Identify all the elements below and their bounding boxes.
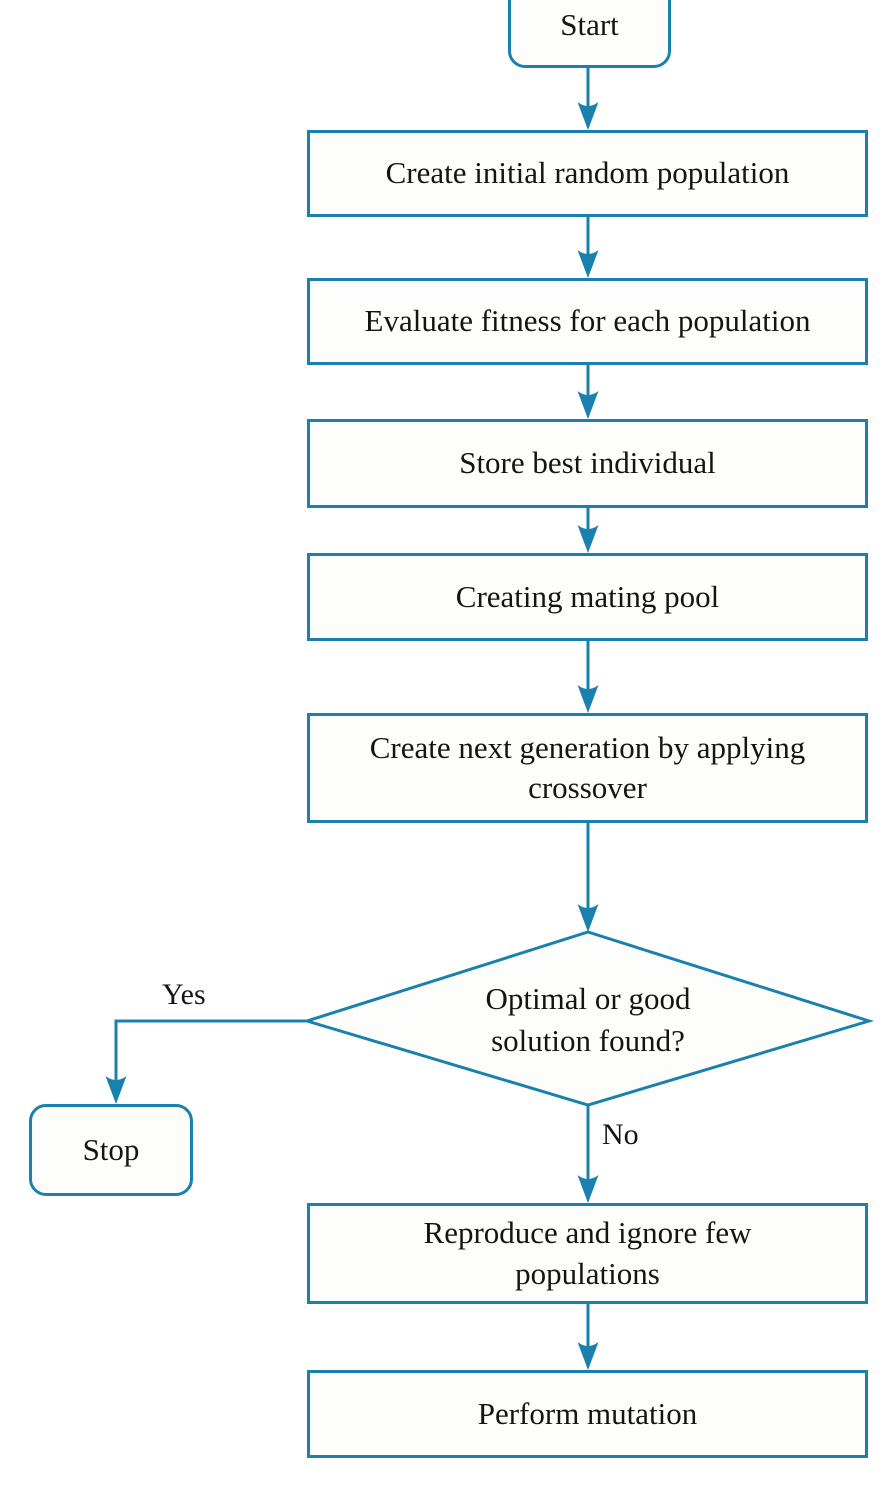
node-start: Start [508, 0, 671, 68]
node-perform-mutation: Perform mutation [307, 1370, 868, 1458]
arrow-evaluate-fitness-to-store-best [577, 365, 599, 419]
node-create-initial-random-population: Create initial random population [307, 130, 868, 217]
node-store-best-individual: Store best individual [307, 419, 868, 508]
arrow-start-to-create-population [577, 68, 599, 130]
node-decision-optimal-solution: Optimal or good solution found? [485, 981, 691, 1058]
node-create-next-generation-crossover: Create next generation by applying cross… [307, 713, 868, 823]
node-creating-mating-pool: Creating mating pool [307, 553, 868, 641]
arrow-crossover-to-decision [577, 823, 599, 932]
arrow-store-best-to-mating-pool [577, 508, 599, 553]
arrow-mating-pool-to-crossover [577, 641, 599, 713]
arrow-reproduce-to-mutation [577, 1304, 599, 1370]
node-reproduce-ignore-populations: Reproduce and ignore few populations [307, 1203, 868, 1304]
edge-label-no: No [602, 1118, 639, 1151]
node-stop: Stop [29, 1104, 193, 1196]
arrow-decision-no-to-reproduce [577, 1105, 599, 1203]
node-evaluate-fitness: Evaluate fitness for each population [307, 278, 868, 365]
arrow-create-population-to-evaluate-fitness [577, 217, 599, 278]
arrow-decision-yes-to-stop [105, 1019, 307, 1104]
edge-label-yes: Yes [162, 978, 206, 1011]
